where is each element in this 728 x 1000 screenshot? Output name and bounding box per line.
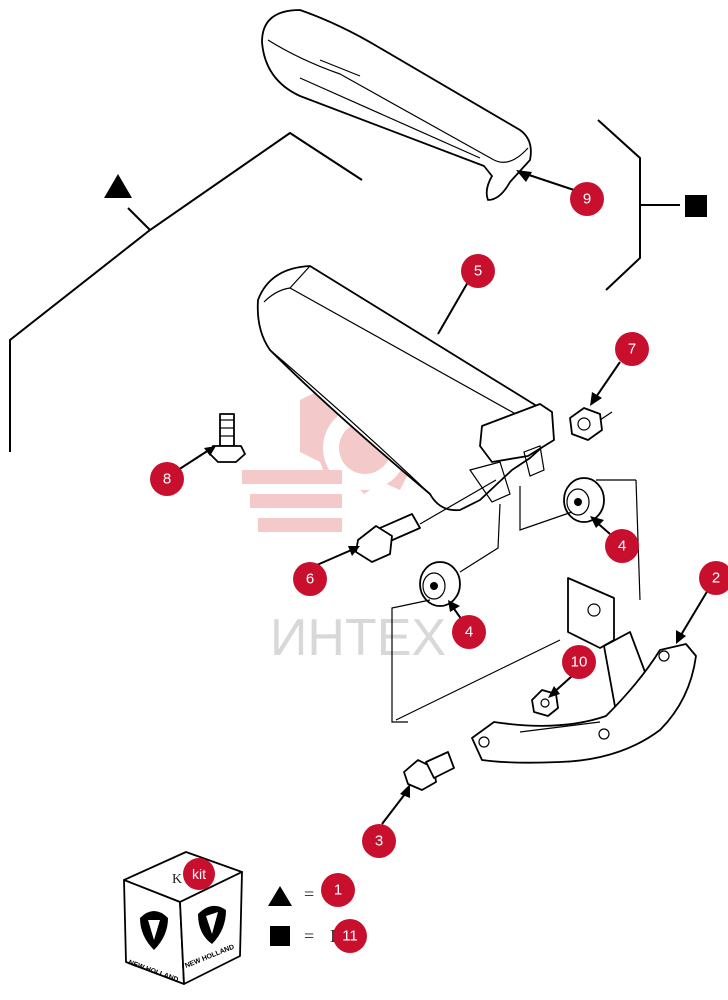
curved-bracket-part: [471, 643, 697, 764]
square-icon: [270, 926, 290, 946]
callout-10[interactable]: 10: [562, 645, 596, 679]
flange-bolt-part: [403, 751, 455, 791]
kit-hidden-letter: K: [172, 872, 182, 887]
callout-kit[interactable]: kit: [183, 858, 215, 890]
armrest-pad-part: [261, 9, 532, 201]
legend-square-row: = I: [270, 926, 336, 946]
callout-8[interactable]: 8: [150, 462, 184, 496]
leader-lines: [177, 170, 709, 825]
svg-text:10: 10: [571, 654, 588, 671]
callout-9[interactable]: 9: [570, 182, 604, 216]
callout-5[interactable]: 5: [461, 254, 495, 288]
legend-eq-1: =: [304, 884, 314, 904]
svg-text:11: 11: [342, 928, 358, 945]
callout-11[interactable]: 11: [333, 919, 367, 953]
bushing-upper-part: [519, 477, 641, 601]
legend-eq-2: =: [304, 926, 314, 946]
triangle-marker-icon: [104, 174, 132, 198]
long-bolt-part: [355, 479, 497, 563]
svg-text:1: 1: [334, 882, 342, 899]
watermark-text: ИНТЕХ: [270, 609, 446, 667]
mounting-bracket-part: [567, 577, 649, 713]
armrest-housing-part: [256, 265, 555, 512]
bushing-lower-part: [391, 503, 561, 723]
kit-legend: K NEW HOLLAND NEW HOLLAND: [123, 851, 243, 985]
svg-text:5: 5: [474, 263, 482, 280]
svg-text:3: 3: [375, 833, 383, 850]
svg-text:6: 6: [306, 571, 314, 588]
nut-part: [569, 407, 613, 441]
triangle-icon: [268, 886, 292, 906]
svg-text:kit: kit: [192, 866, 206, 882]
callout-3[interactable]: 3: [362, 824, 396, 858]
square-group-bracket: [597, 119, 707, 291]
callout-6[interactable]: 6: [293, 562, 327, 596]
svg-text:8: 8: [163, 471, 171, 488]
svg-text:4: 4: [618, 538, 626, 555]
callout-1[interactable]: 1: [321, 873, 355, 907]
square-marker-icon: [685, 195, 707, 217]
callout-2[interactable]: 2: [699, 561, 728, 595]
legend-triangle-row: =: [268, 884, 314, 906]
svg-text:7: 7: [628, 341, 636, 358]
svg-text:4: 4: [465, 624, 473, 641]
triangle-group-bracket: [9, 131, 363, 452]
svg-text:2: 2: [712, 570, 720, 587]
callout-7[interactable]: 7: [615, 332, 649, 366]
svg-text:9: 9: [583, 191, 591, 208]
small-bolt-part: [209, 413, 246, 463]
callout-4-upper[interactable]: 4: [605, 529, 639, 563]
callout-4-lower[interactable]: 4: [452, 615, 486, 649]
